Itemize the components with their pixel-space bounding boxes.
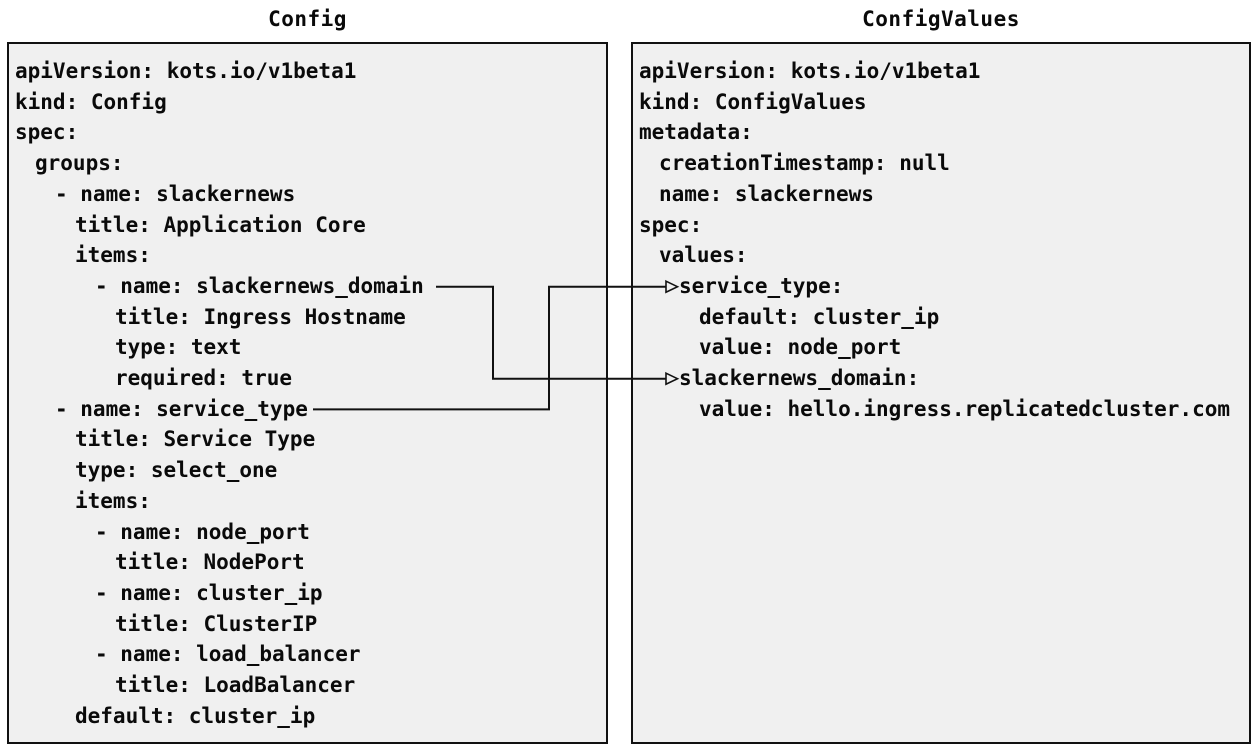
yaml-line: title: Application Core xyxy=(75,212,366,237)
yaml-line: - name: load_balancer xyxy=(95,642,361,667)
yaml-line: groups: xyxy=(35,151,124,176)
yaml-line: title: NodePort xyxy=(115,550,305,575)
yaml-line: type: text xyxy=(115,335,242,360)
right-panel-title: ConfigValues xyxy=(862,7,1020,31)
yaml-line: - name: service_type xyxy=(55,396,308,421)
yaml-line: apiVersion: kots.io/v1beta1 xyxy=(639,59,981,83)
yaml-line: items: xyxy=(75,488,151,513)
yaml-line: creationTimestamp: null xyxy=(659,151,950,176)
yaml-line: spec: xyxy=(639,212,703,237)
yaml-line: metadata: xyxy=(639,120,753,145)
yaml-line: - name: slackernews xyxy=(55,181,296,206)
yaml-line: apiVersion: kots.io/v1beta1 xyxy=(15,59,357,83)
yaml-line: type: select_one xyxy=(75,458,278,483)
configvalues-yaml-box: apiVersion: kots.io/v1beta1 kind: ConfigV… xyxy=(631,42,1251,744)
yaml-line: kind: ConfigValues xyxy=(639,89,867,114)
yaml-line: default: cluster_ip xyxy=(699,304,940,329)
yaml-line: title: Service Type xyxy=(75,427,316,452)
yaml-line: value: node_port xyxy=(699,335,902,360)
left-panel-title: Config xyxy=(268,7,347,31)
yaml-line: default: cluster_ip xyxy=(75,703,316,728)
yaml-line: value: hello.ingress.replicatedcluster.c… xyxy=(699,396,1231,421)
config-yaml-box: apiVersion: kots.io/v1beta1 kind: Config s… xyxy=(7,42,608,744)
yaml-line: title: ClusterIP xyxy=(115,611,318,636)
yaml-line: service_type: xyxy=(679,273,844,298)
yaml-line: values: xyxy=(659,243,748,268)
yaml-line: - name: node_port xyxy=(95,519,310,544)
yaml-line: required: true xyxy=(115,366,293,391)
yaml-line: title: LoadBalancer xyxy=(115,673,356,698)
yaml-line: name: slackernews xyxy=(659,181,874,206)
yaml-line: - name: cluster_ip xyxy=(95,580,323,605)
yaml-line: kind: Config xyxy=(15,89,167,114)
yaml-line: - name: slackernews_domain xyxy=(95,273,424,298)
yaml-line: slackernews_domain: xyxy=(679,366,920,391)
yaml-line: spec: xyxy=(15,120,79,145)
yaml-line: title: Ingress Hostname xyxy=(115,304,406,329)
yaml-line: items: xyxy=(75,243,151,268)
